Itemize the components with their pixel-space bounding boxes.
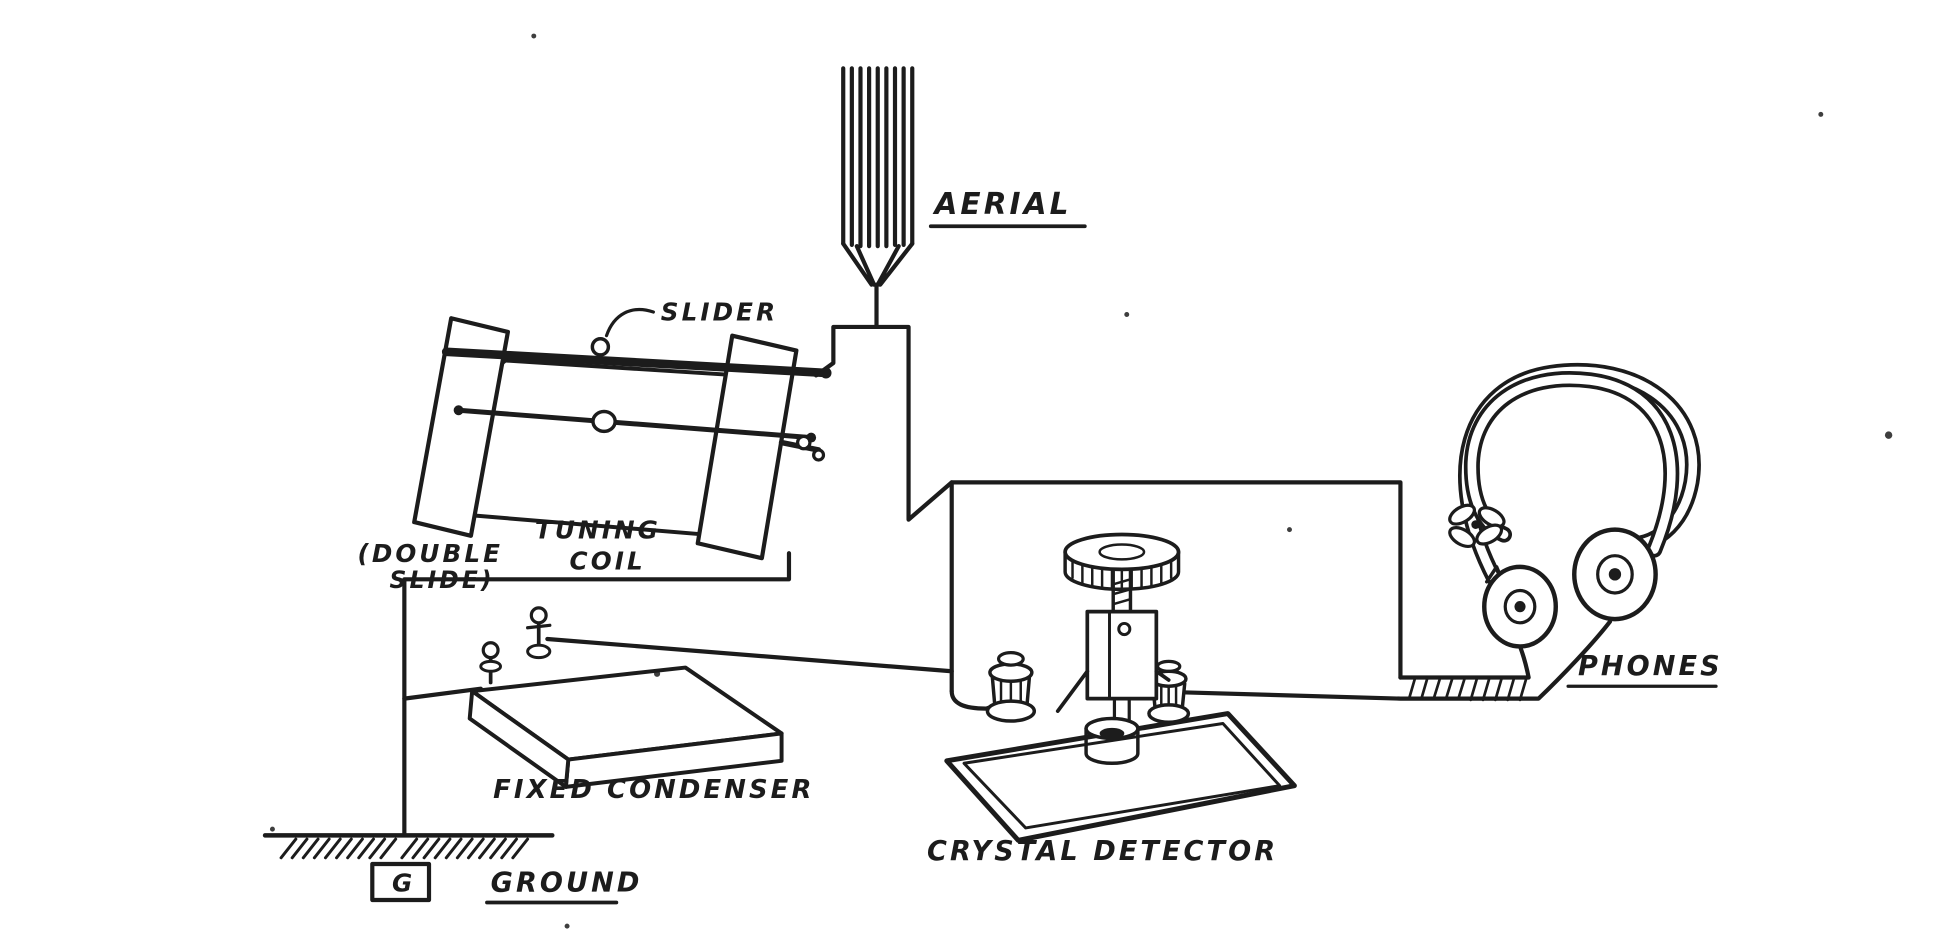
detector-left-post bbox=[985, 651, 1037, 723]
scan-speckle bbox=[1884, 431, 1893, 439]
clover-petal bbox=[1448, 526, 1476, 549]
left-post-lower-flange bbox=[985, 699, 1037, 723]
scan-speckle bbox=[564, 923, 570, 929]
aerial-symbol bbox=[841, 66, 915, 330]
scan-speckles bbox=[269, 33, 1893, 929]
tuning-coil-label-line1: TUNING bbox=[535, 515, 661, 544]
coil-body-bottom-edge bbox=[461, 512, 708, 537]
clover-petal bbox=[1477, 506, 1506, 529]
condenser-post-left-top bbox=[481, 641, 500, 660]
headphones bbox=[1448, 363, 1701, 649]
clover-center bbox=[1471, 520, 1480, 529]
coil-top-slide-rod bbox=[441, 347, 831, 378]
crystal-detector-label: CRYSTAL DETECTOR bbox=[927, 836, 1278, 867]
ground-terminal-box bbox=[370, 861, 432, 903]
wire-loop-to-left-post bbox=[949, 689, 1004, 711]
condenser-post-right-top bbox=[529, 606, 548, 625]
cord-yoke-clover bbox=[1448, 503, 1506, 549]
ground-hatching bbox=[279, 837, 530, 860]
fixed-condenser-label: FIXED CONDENSER bbox=[493, 775, 814, 805]
right-earpiece-hole bbox=[1608, 568, 1622, 581]
knurled-wheel-hub bbox=[1098, 543, 1146, 561]
double-slide-label-line2: SLIDE) bbox=[390, 566, 495, 594]
top-rod-end-knob bbox=[820, 367, 832, 379]
adjuster-support-arm bbox=[1055, 669, 1171, 713]
wire-phone-lead-lower bbox=[1183, 619, 1613, 701]
coil-body-top-edge bbox=[503, 358, 742, 378]
knurled-wheel-ticks bbox=[1071, 560, 1173, 591]
detector-adjuster bbox=[1055, 532, 1181, 766]
scan-speckle bbox=[531, 33, 537, 39]
left-post-body-sides bbox=[990, 675, 1032, 708]
fixed-condenser bbox=[467, 606, 784, 789]
aerial-converging-wires bbox=[841, 241, 915, 287]
top-slider-knob bbox=[590, 337, 611, 357]
wire-coil-to-ground bbox=[402, 551, 792, 838]
top-rod-left-knob bbox=[441, 347, 451, 357]
crystal-mineral bbox=[1099, 727, 1125, 740]
condenser-post-left-nut bbox=[479, 659, 502, 673]
adjuster-pivot-screw bbox=[1117, 621, 1132, 637]
condenser-left-face bbox=[467, 689, 571, 789]
condenser-post-right-base bbox=[526, 643, 552, 660]
coil-front-slide-rod bbox=[456, 407, 814, 441]
tuning-coil bbox=[412, 316, 832, 561]
left-earpiece-hole bbox=[1514, 601, 1526, 613]
phones-label: PHONES bbox=[1578, 651, 1723, 682]
scan-speckle bbox=[1124, 312, 1130, 317]
aerial-label: AERIAL bbox=[932, 187, 1071, 222]
front-rod-left-knob bbox=[453, 405, 464, 416]
front-slider-knob bbox=[591, 409, 617, 434]
slider-label: SLIDER bbox=[661, 298, 778, 327]
phone-cord-twist-ticks bbox=[1407, 676, 1528, 702]
condenser-post-right-wing bbox=[526, 623, 552, 630]
ground-terminal-label: G bbox=[392, 868, 415, 897]
headband-strap-2-fill bbox=[1467, 374, 1676, 554]
double-slide-label-line1: (DOUBLE bbox=[358, 539, 504, 568]
labels: AERIAL SLIDER TUNING COIL (DOUBLE SLIDE)… bbox=[358, 187, 1723, 905]
wire-condenser-to-detector bbox=[545, 636, 954, 674]
wiring bbox=[402, 324, 1613, 838]
wire-phone-lead-upper bbox=[1398, 644, 1531, 680]
right-post-lower-flange bbox=[1147, 703, 1191, 725]
coil-right-end-plate bbox=[695, 333, 799, 561]
scan-speckle bbox=[269, 826, 275, 832]
slider-label-leader bbox=[604, 307, 655, 338]
left-post-top-nut bbox=[996, 651, 1025, 667]
crystal-detector bbox=[944, 532, 1297, 843]
wire-detector-loop bbox=[949, 480, 1403, 694]
ground-symbol: G bbox=[262, 833, 555, 903]
coil-left-end-plate bbox=[412, 316, 511, 538]
right-earpiece-ring bbox=[1596, 554, 1634, 595]
scan-speckle bbox=[1818, 111, 1824, 117]
coil-terminal-bolt-1 bbox=[796, 434, 812, 451]
wire-condenser-to-ground-branch bbox=[402, 686, 483, 701]
scan-speckle bbox=[1287, 527, 1292, 533]
ground-label: GROUND bbox=[491, 867, 643, 898]
tuning-coil-label-line2: COIL bbox=[570, 546, 646, 575]
coil-terminal-bolt-2 bbox=[812, 448, 826, 462]
knurled-wheel-top bbox=[1063, 532, 1181, 572]
wire-aerial-to-detector-loop bbox=[874, 324, 954, 522]
aerial-wires bbox=[841, 66, 915, 249]
scan-speckle bbox=[653, 670, 661, 677]
clover-petal bbox=[1448, 503, 1476, 526]
right-post-top-nut bbox=[1155, 659, 1182, 673]
clover-petal bbox=[1475, 523, 1504, 546]
left-earpiece-ring bbox=[1503, 588, 1537, 625]
